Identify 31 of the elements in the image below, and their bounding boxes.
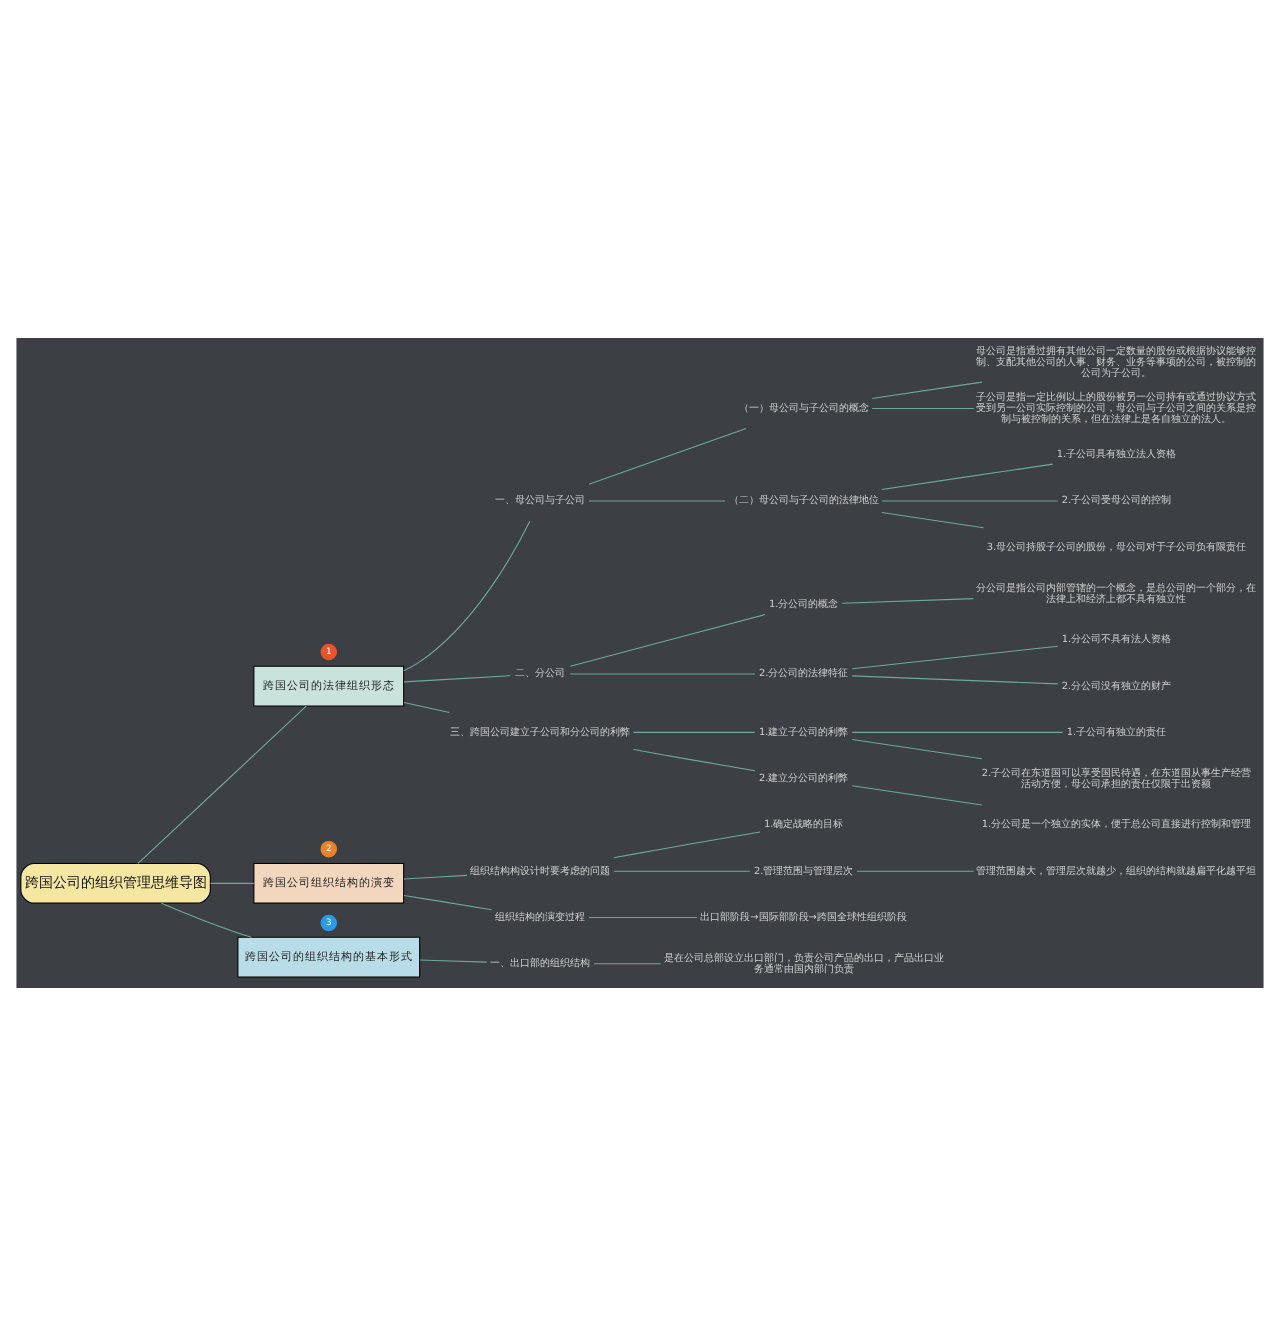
connector xyxy=(851,784,983,805)
connector xyxy=(851,737,983,759)
connector xyxy=(569,672,756,674)
connector xyxy=(613,830,761,858)
connector xyxy=(569,613,766,666)
connector xyxy=(632,747,756,771)
connector xyxy=(403,873,468,879)
connector xyxy=(403,893,493,910)
connector xyxy=(881,499,1059,501)
connector xyxy=(613,869,751,871)
connector xyxy=(403,674,511,682)
connector xyxy=(851,644,1059,669)
connector xyxy=(851,674,1059,684)
connector xyxy=(419,958,488,962)
connector xyxy=(588,426,747,484)
connector xyxy=(160,901,253,937)
connector xyxy=(588,499,726,501)
connector xyxy=(588,915,698,918)
connector xyxy=(851,730,1064,732)
connector xyxy=(403,519,531,671)
connector xyxy=(137,704,307,863)
connector xyxy=(841,597,974,603)
connector xyxy=(403,700,450,713)
connector xyxy=(209,881,255,883)
connector xyxy=(871,406,975,409)
connector xyxy=(632,730,756,732)
connector xyxy=(881,462,1054,490)
connector xyxy=(881,511,985,528)
connector xyxy=(871,380,983,399)
connector xyxy=(856,869,975,871)
connector xyxy=(593,962,662,964)
